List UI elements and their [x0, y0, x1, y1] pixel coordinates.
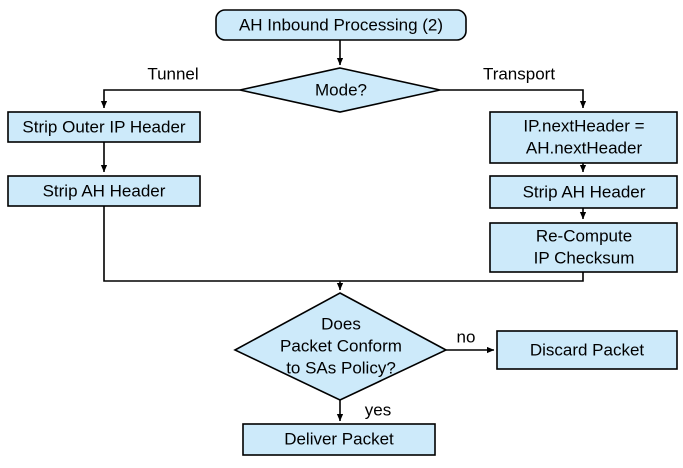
node-strip-ah-header-transport[interactable] [489, 175, 678, 209]
node-strip-outer-ip-header-label: Strip Outer IP Header [22, 117, 185, 136]
connector-tunnel-branch [100, 89, 240, 109]
node-recompute-checksum[interactable] [489, 222, 678, 273]
node-recompute-checksum-line2: IP Checksum [534, 248, 635, 267]
edge-label-no: no [457, 327, 476, 346]
node-discard-packet[interactable] [496, 330, 678, 370]
node-start[interactable] [215, 9, 467, 41]
node-conform-decision-line3: to SAs Policy? [286, 358, 396, 377]
node-discard-packet-label: Discard Packet [530, 340, 645, 359]
node-mode-decision[interactable] [239, 67, 441, 113]
node-conform-decision-line1: Does [321, 314, 361, 333]
node-mode-decision-label: Mode? [315, 80, 367, 99]
node-strip-ah-header-tunnel-label: Strip AH Header [43, 181, 166, 200]
node-strip-ah-header-tunnel[interactable] [7, 175, 201, 207]
edge-label-yes: yes [365, 400, 391, 419]
node-strip-ah-header-transport-label: Strip AH Header [523, 182, 646, 201]
connector-right-to-merge [340, 272, 584, 282]
node-deliver-packet-label: Deliver Packet [284, 429, 394, 448]
node-conform-decision[interactable] [233, 292, 448, 401]
node-recompute-checksum-line1: Re-Compute [536, 226, 632, 245]
node-ip-next-header-line1: IP.nextHeader = [523, 116, 644, 135]
node-start-label: AH Inbound Processing (2) [239, 15, 443, 34]
connector-left-to-merge [103, 206, 340, 282]
edge-label-transport: Transport [483, 64, 555, 83]
node-ip-next-header[interactable] [489, 111, 678, 164]
node-deliver-packet[interactable] [242, 423, 436, 456]
connector-transport-branch [440, 89, 587, 109]
edge-label-tunnel: Tunnel [147, 64, 198, 83]
node-conform-decision-line2: Packet Conform [280, 336, 402, 355]
node-ip-next-header-line2: AH.nextHeader [526, 138, 643, 157]
node-strip-outer-ip-header[interactable] [7, 111, 201, 143]
